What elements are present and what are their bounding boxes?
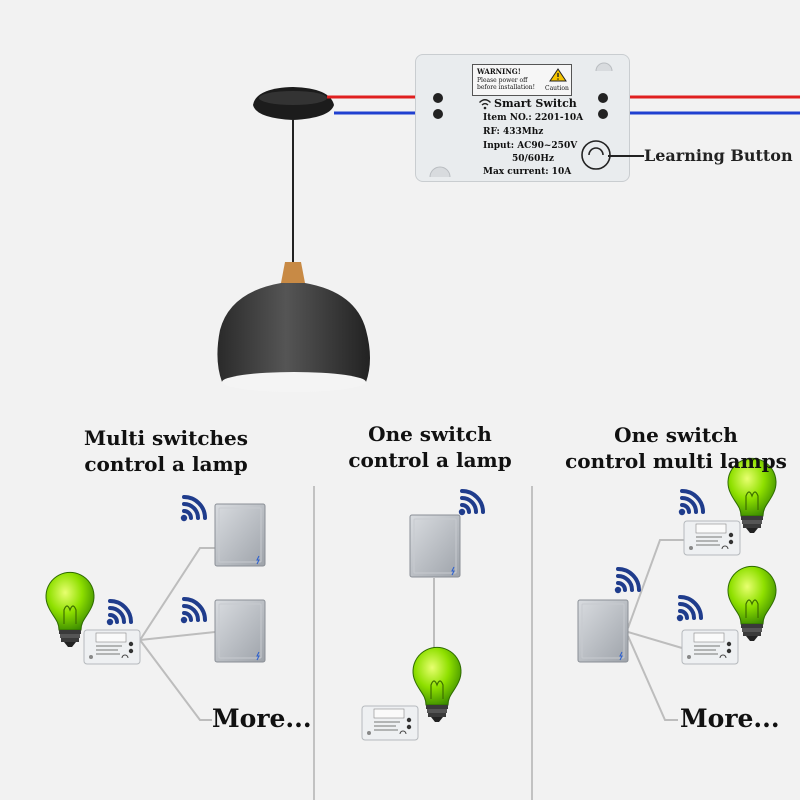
scenario-2-heading: One switch control a lamp — [324, 421, 536, 473]
input-voltage: Input: AC90~250V — [483, 141, 578, 151]
smart-switch-module-icon — [683, 520, 741, 556]
wifi-signal-icon — [674, 595, 703, 624]
scenario-1-line-1: Multi switches — [83, 426, 249, 450]
learning-button-label: Learning Button — [644, 146, 793, 165]
module-hardware-details — [429, 62, 613, 178]
scenario-1-heading: Multi switches control a lamp — [60, 425, 272, 477]
smart-switch-module-icon — [83, 629, 141, 665]
wifi-signal-icon — [676, 489, 705, 518]
wifi-signal-icon — [456, 489, 485, 518]
rf-frequency: RF: 433Mhz — [483, 127, 544, 137]
caution-triangle-icon — [549, 68, 567, 82]
scenario-3-line-2: control multi lamps — [565, 449, 787, 473]
scenario-2-line-1: One switch — [368, 422, 492, 446]
line-frequency: 50/60Hz — [512, 154, 554, 164]
smart-switch-module-icon — [681, 629, 739, 665]
learning-button-pointer — [608, 155, 644, 157]
scenario-3-graphic — [577, 457, 777, 721]
scenario-1-more-label: More... — [212, 704, 312, 733]
warning-label: WARNING! Please power off before install… — [472, 64, 572, 96]
section-dividers — [313, 486, 533, 800]
module-name: Smart Switch — [494, 97, 577, 110]
item-number: Item NO.: 2201-10A — [483, 113, 584, 123]
scenario-2-line-2: control a lamp — [348, 448, 512, 472]
caution-label: Caution — [545, 85, 569, 92]
scenario-2-graphic — [361, 489, 485, 741]
wires — [327, 95, 800, 115]
smart-switch-module-icon — [361, 705, 419, 741]
pendant-lamp-icon — [217, 87, 370, 392]
light-bulb-icon — [412, 646, 462, 723]
wall-switch-icon — [214, 503, 266, 567]
wifi-small-icon — [479, 99, 491, 110]
wifi-signal-icon — [612, 567, 641, 596]
wall-switch-icon — [577, 599, 629, 663]
wall-switch-icon — [214, 599, 266, 663]
scenario-3-line-1: One switch — [614, 423, 738, 447]
warning-title: WARNING! — [477, 67, 521, 76]
warning-text: Please power off before installation! — [477, 77, 536, 91]
wifi-signal-icon — [104, 599, 133, 628]
scenario-3-more-label: More... — [680, 704, 780, 733]
wifi-signal-icon — [178, 597, 207, 626]
max-current: Max current: 10A — [483, 167, 572, 177]
scenario-1-line-2: control a lamp — [84, 452, 248, 476]
wall-switch-icon — [409, 514, 461, 578]
scenario-3-heading: One switch control multi lamps — [556, 422, 796, 474]
scenario-1-graphic — [45, 495, 266, 721]
wifi-signal-icon — [178, 495, 207, 524]
